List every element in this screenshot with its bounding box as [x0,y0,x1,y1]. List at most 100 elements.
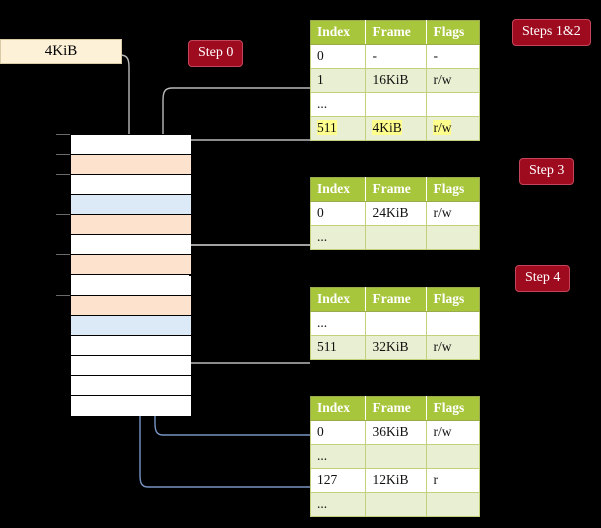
table-cell [365,311,428,336]
cell-flags: r/w [433,120,452,135]
column-header-index: Index [310,396,367,421]
memory-frame-row [71,135,191,156]
table-cell: - [365,44,428,69]
cell-index: 511 [317,120,337,135]
cell-frame: - [372,48,377,63]
table-cell [426,92,480,117]
cell-index: ... [317,229,328,244]
table-cell: ... [309,311,367,336]
cell-frame: 4KiB [372,120,402,135]
table-cell: ... [309,92,367,117]
cell-index: ... [317,315,328,330]
table-cell: r [426,468,480,493]
physical-memory-bar [70,134,191,416]
memory-bar-tick [56,214,70,216]
column-header-frame: Frame [365,396,428,421]
memory-bar-tick [56,154,70,156]
table-cell: 24KiB [365,201,428,226]
cell-frame: 16KiB [372,72,409,87]
table-cell: 32KiB [365,335,428,360]
table-cell [426,225,480,250]
table-row: ... [309,92,480,117]
memory-frame-row [71,315,191,336]
column-header-flags: Flags [426,287,480,312]
cell-index: 127 [317,472,338,487]
cell-flags: r/w [433,339,452,354]
table-row: 1 16KiB r/w [309,68,480,93]
memory-frame-row [71,155,191,176]
memory-frame-row [71,375,191,396]
memory-frame-row [71,255,191,276]
table-cell: r/w [426,335,480,360]
column-header-flags: Flags [426,177,480,202]
table-cell: ... [309,444,367,469]
table-cell [365,225,428,250]
table-cell: 0 [309,44,367,69]
table-row: ... [309,311,480,336]
cell-flags: r [433,472,438,487]
page-size-label: 4KiB [44,43,78,59]
cell-index: 0 [317,48,324,63]
table-cell [426,492,480,517]
cell-frame: 12KiB [372,472,409,487]
table-cell: r/w [426,420,480,445]
badge-step-4: Step 4 [515,265,571,292]
badge-step-0-label: Step 0 [198,45,234,60]
table-row: ... [309,444,480,469]
table-cell: r/w [426,201,480,226]
cell-flags: - [433,48,438,63]
badge-step-3-label: Step 3 [529,163,565,178]
cell-flags: r/w [433,205,452,220]
table-cell [365,92,428,117]
column-header-frame: Frame [365,287,428,312]
memory-bar-tick [56,254,70,256]
memory-frame-row [71,195,191,216]
table-cell: 4KiB [365,116,428,141]
table-cell: - [426,44,480,69]
table-row: 511 32KiB r/w [309,335,480,360]
cell-frame: 36KiB [372,424,409,439]
cell-frame: 24KiB [372,205,409,220]
table-row: ... [309,492,480,517]
table-cell [365,444,428,469]
cell-index: 511 [317,339,337,354]
cell-index: 0 [317,205,324,220]
table-cell [426,444,480,469]
cell-index: ... [317,496,328,511]
table-row: ... [309,225,480,250]
cell-flags: r/w [433,72,452,87]
badge-step-3: Step 3 [519,158,575,185]
table-row: 0 - - [309,44,480,69]
memory-frame-row [71,395,191,416]
badge-steps-1-2: Steps 1&2 [512,19,591,46]
column-header-flags: Flags [426,396,480,421]
cell-frame: 32KiB [372,339,409,354]
column-header-index: Index [310,287,367,312]
column-header-frame: Frame [365,177,428,202]
memory-frame-row [71,335,191,356]
memory-bar-tick [56,134,70,135]
memory-frame-row [71,295,191,316]
table-cell: 36KiB [365,420,428,445]
cell-index: 0 [317,424,324,439]
table-cell: 511 [309,116,367,141]
table-cell [365,492,428,517]
memory-frame-row [71,175,191,196]
cell-flags: r/w [433,424,452,439]
column-header-frame: Frame [365,20,428,45]
badge-steps-1-2-label: Steps 1&2 [522,24,581,39]
badge-step-4-label: Step 4 [525,270,561,285]
table-cell: 1 [309,68,367,93]
table-cell: r/w [426,116,480,141]
column-header-index: Index [310,177,367,202]
table-row: 511 4KiB r/w [309,116,480,141]
